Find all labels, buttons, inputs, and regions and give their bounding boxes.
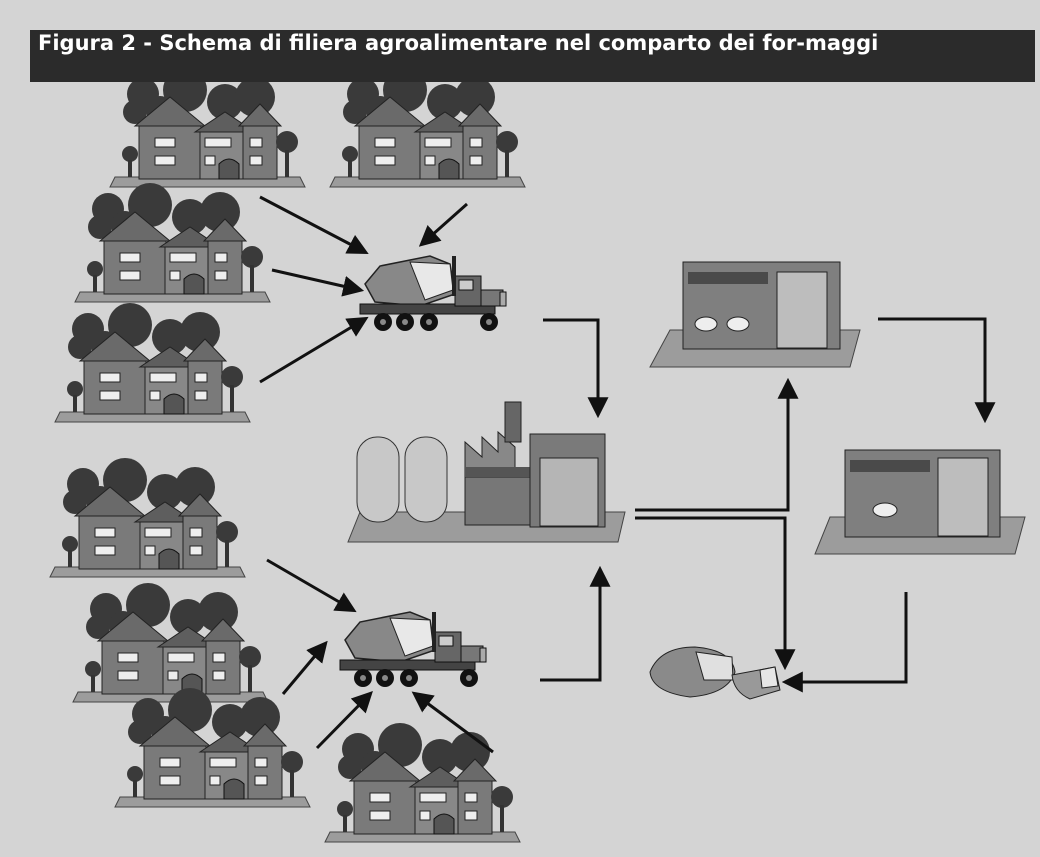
arrow-farm6-truck bbox=[281, 640, 328, 695]
arrow-farm3-truck bbox=[271, 268, 365, 297]
arrow-farm4-truck bbox=[259, 316, 369, 384]
farm-4 bbox=[54, 302, 251, 423]
farm-5 bbox=[49, 457, 246, 578]
dairy-factory bbox=[347, 401, 626, 543]
farm-6 bbox=[72, 582, 269, 703]
truck-lower bbox=[339, 611, 487, 688]
farm-2 bbox=[329, 82, 526, 188]
arrow-store-upper-store-lower bbox=[878, 317, 996, 424]
arrow-truck-upper-factory bbox=[543, 318, 609, 419]
arrow-farm7-truck bbox=[315, 691, 373, 750]
arrow-farm1-truck bbox=[259, 195, 369, 254]
store-lower bbox=[814, 449, 1026, 555]
figure-title: Figura 2 - Schema di filiera agroaliment… bbox=[38, 31, 879, 55]
arrow-truck-lower-factory bbox=[540, 565, 611, 682]
arrow-farm8-truck bbox=[411, 691, 494, 754]
cheese-consumer bbox=[649, 646, 781, 700]
farm-3 bbox=[74, 182, 271, 303]
truck-upper bbox=[359, 255, 507, 332]
farm-1 bbox=[109, 82, 306, 188]
farm-8 bbox=[324, 722, 521, 843]
arrow-store-lower-consumer bbox=[781, 592, 908, 693]
line-factory-store-upper bbox=[635, 377, 799, 512]
arrow-farm2-truck bbox=[418, 202, 468, 247]
line-factory-consumer bbox=[635, 516, 796, 671]
store-upper bbox=[649, 261, 861, 368]
farm-7 bbox=[114, 687, 311, 808]
supply-chain-diagram bbox=[49, 82, 1026, 843]
arrow-farm5-truck bbox=[266, 558, 357, 613]
figure-header: Figura 2 - Schema di filiera agroaliment… bbox=[30, 30, 1035, 82]
